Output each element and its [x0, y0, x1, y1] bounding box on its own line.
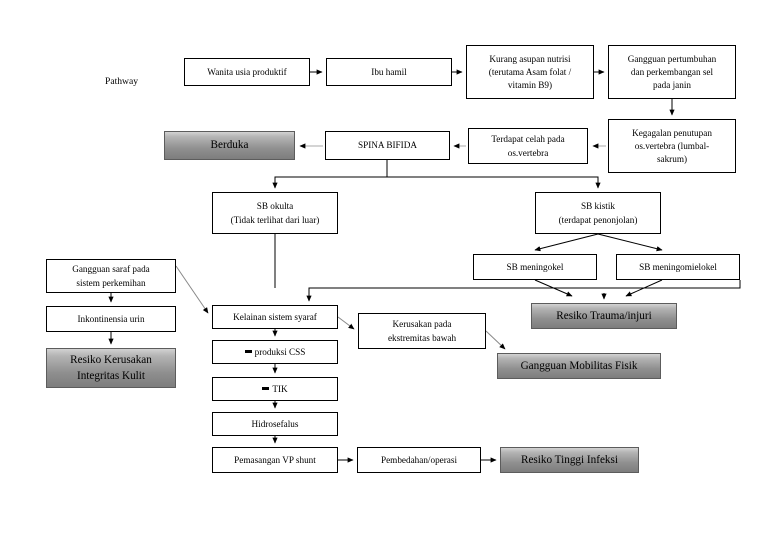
- increase-arrow-icon: [244, 350, 252, 354]
- node-kelainansaraf: Kelainan sistem syaraf: [212, 305, 338, 329]
- node-inkontinensia-line-0: Inkontinensia urin: [77, 313, 145, 324]
- edge-spinabifida-sbkistik: [387, 176, 601, 189]
- node-kurangnutrisi: Kurang asupan nutrisi (terutama Asam fola…: [466, 45, 594, 99]
- node-resikokulit-line-1: Integritas Kulit: [76, 369, 146, 382]
- node-celah-line-0: Terdapat celah pada: [491, 134, 565, 145]
- node-resikotrauma: Resiko Trauma/injuri: [531, 303, 677, 329]
- node-hidrosefalus-line-0: Hidrosefalus: [251, 418, 299, 429]
- node-spinabifida: SPINA BIFIDA: [325, 131, 450, 160]
- edge-meningomielokel-resikotrauma: [625, 279, 663, 297]
- node-meningokel-line-0: SB meningokel: [506, 261, 564, 272]
- node-resikoinfeksi: Resiko Tinggi Infeksi: [500, 447, 639, 473]
- node-meningokel: SB meningokel: [473, 254, 597, 280]
- edge-kerusakanekst-gangguanmobil: [485, 330, 506, 350]
- node-kelainansaraf-line-0: Kelainan sistem syaraf: [233, 311, 317, 322]
- node-vpshunt: Pemasangan VP shunt: [212, 447, 338, 473]
- node-sbkistik-line-1: (terdapat penonjolan): [558, 214, 638, 225]
- node-kerusakanekst: Kerusakan pada ekstremitas bawah: [358, 313, 486, 349]
- node-celah-line-1: os.vertebra: [507, 147, 549, 158]
- node-resikotrauma-line-0: Resiko Trauma/injuri: [556, 309, 652, 322]
- node-celah: Terdapat celah pada os.vertebra: [468, 128, 588, 164]
- node-wanita: Wanita usia produktif: [184, 58, 310, 86]
- node-produksicss: produksi CSS: [212, 340, 338, 364]
- node-ibuhamil-line-0: Ibu hamil: [371, 66, 407, 77]
- increase-arrow-icon: [262, 387, 270, 391]
- edge-sbkistik-meningomielokel: [597, 233, 663, 252]
- node-gangguansaraf-line-1: sistem perkemihan: [76, 277, 146, 288]
- node-meningomielokel: SB meningomielokel: [616, 254, 740, 280]
- node-produksicss-line-0: produksi CSS: [244, 346, 306, 358]
- node-gangguanmobil-line-0: Gangguan Mobilitas Fisik: [520, 359, 638, 372]
- node-kurangnutrisi-line-0: Kurang asupan nutrisi: [489, 53, 571, 64]
- node-tik-line-0: TIK: [262, 383, 288, 395]
- edge-kelainansaraf-kerusakanekst: [337, 316, 355, 330]
- edge-gangguansaraf-kelainansaraf: [175, 265, 209, 314]
- node-gangguansaraf: Gangguan saraf pada sistem perkemihan: [46, 259, 176, 293]
- node-berduka-line-0: Berduka: [210, 139, 249, 152]
- node-sbkistik: SB kistik (terdapat penonjolan): [535, 192, 661, 234]
- node-gangguantumbuh: Gangguan pertumbuhan dan perkembangan sel…: [608, 45, 736, 99]
- node-gangguantumbuh-line-1: dan perkembangan sel: [630, 66, 714, 77]
- node-gangguanmobil: Gangguan Mobilitas Fisik: [497, 353, 661, 379]
- edge-right-branch-kelainansaraf: [306, 280, 741, 302]
- node-gangguantumbuh-line-0: Gangguan pertumbuhan: [627, 53, 717, 64]
- edge-spinabifida-sbokulta: [272, 160, 388, 189]
- node-gangguantumbuh-line-2: pada janin: [652, 80, 691, 91]
- edge-meningokel-resikotrauma: [534, 279, 573, 297]
- node-produksicss-text: produksi CSS: [254, 346, 306, 357]
- node-kegagalan-line-0: Kegagalan penutupan: [632, 127, 712, 138]
- node-berduka: Berduka: [164, 131, 295, 160]
- node-pembedahan-line-0: Pembedahan/operasi: [380, 454, 458, 465]
- node-kurangnutrisi-line-1: (terutama Asam folat /: [488, 66, 572, 77]
- node-spinabifida-line-0: SPINA BIFIDA: [358, 140, 417, 151]
- node-resikoinfeksi-line-0: Resiko Tinggi Infeksi: [521, 453, 618, 466]
- edge-sbkistik-meningokel: [534, 233, 599, 252]
- node-ibuhamil: Ibu hamil: [326, 58, 452, 86]
- node-tik: TIK: [212, 377, 338, 401]
- node-vpshunt-line-0: Pemasangan VP shunt: [234, 454, 316, 465]
- node-gangguansaraf-line-0: Gangguan saraf pada: [72, 264, 150, 275]
- pathway-title-label: Pathway: [105, 76, 139, 87]
- node-kegagalan: Kegagalan penutupan os.vertebra (lumbal-s…: [608, 119, 736, 173]
- node-resikokulit-line-0: Resiko Kerusakan: [70, 353, 152, 366]
- node-kerusakanekst-line-0: Kerusakan pada: [392, 319, 452, 330]
- node-sbokulta-line-1: (Tidak terlihat dari luar): [230, 214, 320, 225]
- node-kegagalan-line-2: sakrum): [656, 154, 688, 165]
- node-hidrosefalus: Hidrosefalus: [212, 412, 338, 436]
- node-pembedahan: Pembedahan/operasi: [357, 447, 481, 473]
- node-kurangnutrisi-line-2: vitamin B9): [507, 80, 553, 91]
- node-kerusakanekst-line-1: ekstremitas bawah: [387, 332, 457, 343]
- node-inkontinensia: Inkontinensia urin: [46, 306, 176, 332]
- node-wanita-line-0: Wanita usia produktif: [207, 66, 287, 77]
- node-sbokulta: SB okulta (Tidak terlihat dari luar): [212, 192, 338, 234]
- node-kegagalan-line-1: os.vertebra (lumbal-: [634, 140, 710, 151]
- node-tik-text: TIK: [272, 383, 288, 394]
- node-meningomielokel-line-0: SB meningomielokel: [639, 261, 717, 272]
- node-sbkistik-line-0: SB kistik: [581, 201, 615, 212]
- node-sbokulta-line-0: SB okulta: [256, 201, 294, 212]
